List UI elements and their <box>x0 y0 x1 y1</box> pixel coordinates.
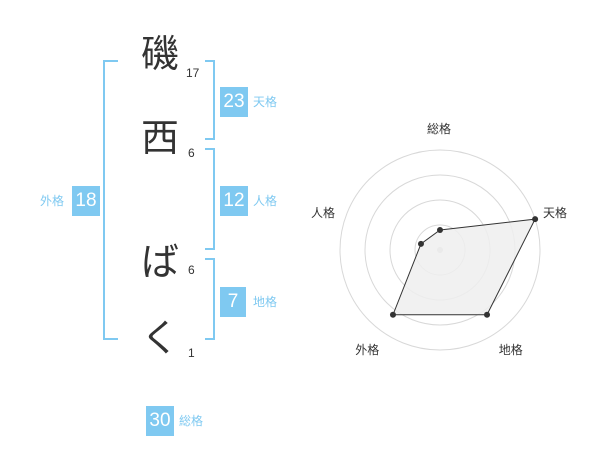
radar-point-4 <box>389 311 396 318</box>
jinkaku-badge: 12 <box>220 186 248 216</box>
radar-point-3 <box>484 311 491 318</box>
chikaku-bracket <box>205 258 215 340</box>
gaikaku-label: 外格 <box>40 194 65 208</box>
radar-point-5 <box>417 240 424 247</box>
radar-polygon <box>392 218 536 316</box>
stroke-count-1: 17 <box>186 66 200 80</box>
radar-axis-label-5: 人格 <box>310 206 335 221</box>
name-char-1: 磯 <box>141 32 180 76</box>
radar-axis-label-3: 地格 <box>498 342 523 357</box>
radar-point-1 <box>437 227 443 233</box>
chikaku-label: 地格 <box>253 295 278 309</box>
tenkaku-bracket <box>205 60 215 140</box>
soukaku-badge: 30 <box>146 406 174 436</box>
radar-axis-label-2: 天格 <box>543 206 568 221</box>
stroke-count-4: 1 <box>188 346 195 360</box>
tenkaku-label: 天格 <box>253 95 278 109</box>
gaikaku-bracket <box>103 60 118 340</box>
gaikaku-badge: 18 <box>72 186 100 216</box>
stroke-count-3: 6 <box>188 263 195 277</box>
name-char-3: ば <box>141 240 180 284</box>
radar-ring <box>339 149 541 351</box>
radar-axis-label-4: 外格 <box>355 342 380 357</box>
name-char-4: く <box>141 316 180 360</box>
chikaku-badge: 7 <box>220 287 246 317</box>
stroke-count-2: 6 <box>188 146 195 160</box>
radar-axis-label-1: 総格 <box>427 122 452 136</box>
radar-point-2 <box>532 216 539 223</box>
name-char-2: 西 <box>141 116 180 160</box>
jinkaku-label: 人格 <box>253 194 278 208</box>
soukaku-label: 総格 <box>179 414 204 428</box>
jinkaku-bracket <box>205 148 215 250</box>
tenkaku-badge: 23 <box>220 87 248 117</box>
